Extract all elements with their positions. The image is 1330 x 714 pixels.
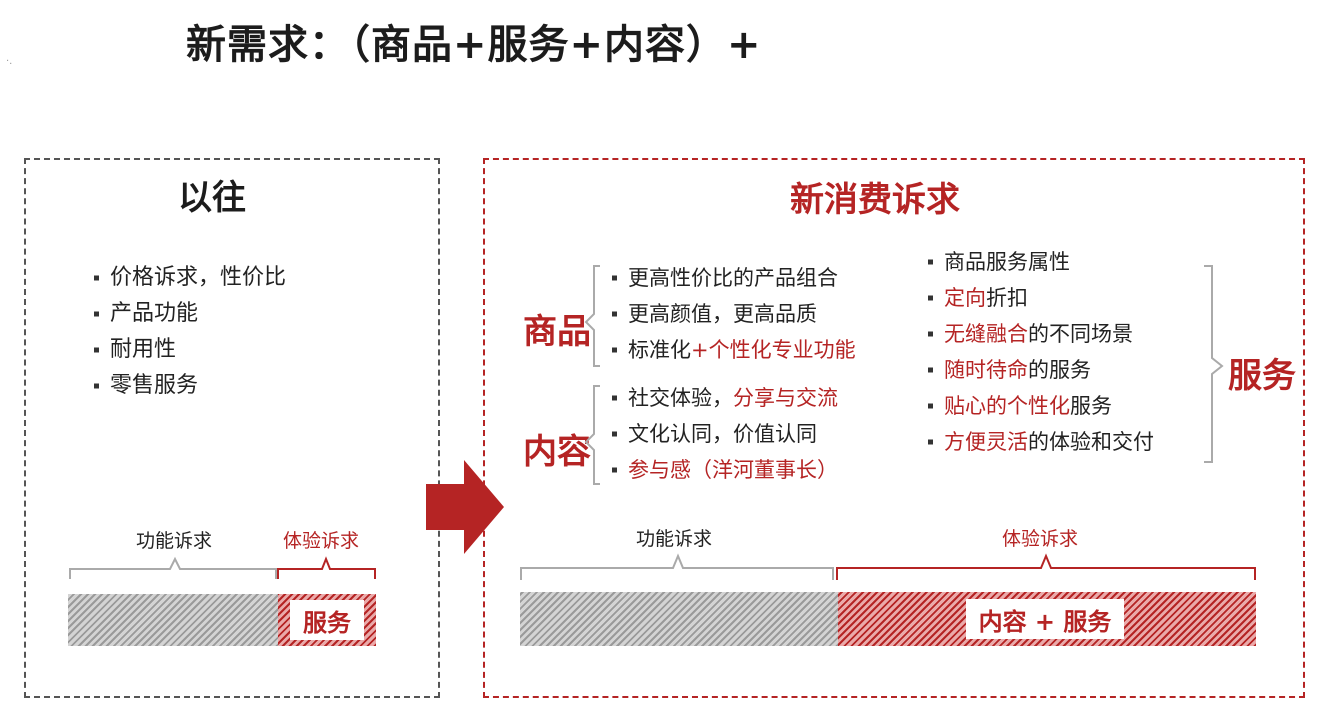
new-brackets bbox=[520, 553, 1256, 580]
old-functional-bar bbox=[68, 594, 278, 646]
content-bracket bbox=[584, 385, 600, 485]
new-functional-bracket bbox=[520, 553, 834, 580]
old-experience-label: 体验诉求 bbox=[283, 530, 360, 552]
list-item: 商品服务属性 bbox=[926, 244, 1154, 280]
list-item: 随时待命的服务 bbox=[926, 352, 1154, 388]
service-label: 服务 bbox=[1228, 356, 1296, 396]
goods-bracket bbox=[584, 265, 600, 367]
new-experience-bracket bbox=[836, 553, 1256, 580]
left-brackets bbox=[584, 265, 600, 485]
list-item: 产品功能 bbox=[92, 296, 286, 332]
list-item: 社交体验，分享与交流 bbox=[610, 380, 838, 416]
old-panel bbox=[24, 158, 440, 698]
old-functional-label: 功能诉求 bbox=[136, 530, 213, 552]
new-functional-label: 功能诉求 bbox=[636, 528, 713, 550]
old-heading: 以往 bbox=[178, 178, 246, 218]
list-item: 方便灵活的体验和交付 bbox=[926, 424, 1154, 460]
list-item: 无缝融合的不同场景 bbox=[926, 316, 1154, 352]
new-heading: 新消费诉求 bbox=[790, 180, 960, 220]
list-item: 贴心的个性化服务 bbox=[926, 388, 1154, 424]
new-experience-label: 体验诉求 bbox=[1002, 528, 1079, 550]
list-item: 更高颜值，更高品质 bbox=[610, 296, 856, 332]
list-item: 参与感（洋河董事长） bbox=[610, 452, 838, 488]
right-bracket bbox=[1204, 265, 1224, 463]
page-title: 新需求：（商品+服务+内容）+ bbox=[186, 22, 762, 68]
new-panel bbox=[483, 158, 1305, 698]
list-item: 定向折扣 bbox=[926, 280, 1154, 316]
service-bracket bbox=[1204, 265, 1224, 463]
old-brackets bbox=[69, 556, 376, 579]
list-item: 更高性价比的产品组合 bbox=[610, 260, 856, 296]
new-content-service-box: 内容 + 服务 bbox=[966, 599, 1124, 639]
list-item: 标准化+个性化专业功能 bbox=[610, 332, 856, 368]
old-list: 价格诉求，性价比 产品功能 耐用性 零售服务 bbox=[92, 260, 286, 404]
content-label: 内容 bbox=[523, 432, 591, 472]
content-list: 社交体验，分享与交流 文化认同，价值认同 参与感（洋河董事长） bbox=[610, 380, 838, 488]
list-item: 文化认同，价值认同 bbox=[610, 416, 838, 452]
goods-list: 更高性价比的产品组合 更高颜值，更高品质 标准化+个性化专业功能 bbox=[610, 260, 856, 368]
old-service-box: 服务 bbox=[290, 600, 364, 640]
old-experience-bracket bbox=[277, 556, 376, 579]
corner-mark: ·. bbox=[6, 56, 13, 67]
goods-label: 商品 bbox=[523, 312, 591, 352]
old-functional-bracket bbox=[69, 556, 277, 579]
service-list: 商品服务属性 定向折扣 无缝融合的不同场景 随时待命的服务 贴心的个性化服务 方… bbox=[926, 244, 1154, 460]
list-item: 零售服务 bbox=[92, 368, 286, 404]
new-functional-bar bbox=[520, 592, 838, 646]
list-item: 价格诉求，性价比 bbox=[92, 260, 286, 296]
list-item: 耐用性 bbox=[92, 332, 286, 368]
right-arrow-icon bbox=[426, 460, 504, 554]
